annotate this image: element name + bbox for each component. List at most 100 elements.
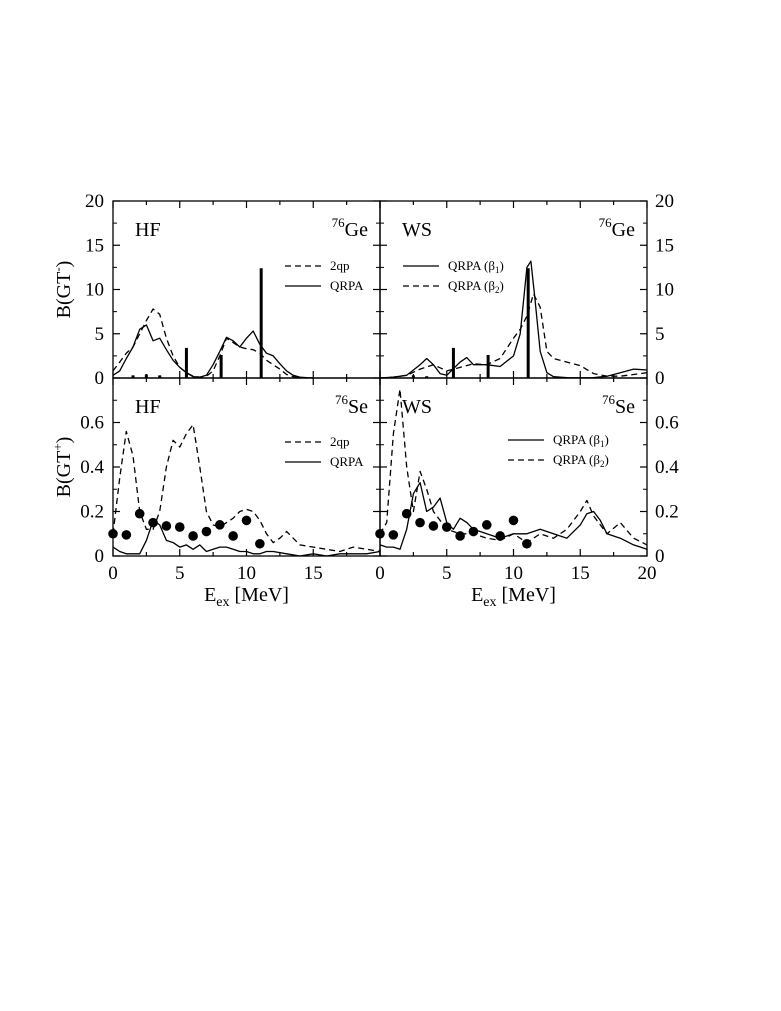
mass-number: 76 xyxy=(599,215,613,230)
data-point xyxy=(255,538,265,549)
x-tick-label: 20 xyxy=(638,563,657,584)
legend-label: QRPA (β2) xyxy=(448,278,504,295)
y-tick-label: 0 xyxy=(95,368,105,389)
series-line-dashed xyxy=(379,388,648,546)
data-point xyxy=(495,531,505,541)
x-axis-title-part: E xyxy=(204,584,216,606)
legend-label-part: QRPA (β xyxy=(553,432,600,447)
element-symbol: Se xyxy=(348,396,368,418)
x-axis-title-part: [MeV] xyxy=(497,584,556,606)
y-tick-label: 0 xyxy=(95,546,105,567)
y-axis-title-part: + xyxy=(50,443,65,450)
data-point xyxy=(428,521,439,531)
nucleus-label: 76Se xyxy=(602,392,635,418)
mass-number: 76 xyxy=(335,392,349,407)
y-axis-title: B(GT+) xyxy=(50,437,75,498)
x-tick-label: 10 xyxy=(237,563,256,584)
legend-label: QRPA xyxy=(330,278,364,293)
y-tick-label: 0 xyxy=(655,546,665,567)
x-axis-title-part: E xyxy=(471,584,483,606)
y-tick-label: 0.2 xyxy=(80,502,104,523)
series-line-solid xyxy=(379,260,648,379)
mass-number: 76 xyxy=(602,392,616,407)
x-tick-label: 15 xyxy=(571,563,590,584)
y-axis-title: B(GT-) xyxy=(50,261,75,319)
x-axis-title-part: ex xyxy=(483,595,496,610)
x-axis-title: Eex [MeV] xyxy=(204,584,289,610)
legend-label: 2qp xyxy=(330,434,350,449)
data-point xyxy=(455,531,465,541)
data-point xyxy=(134,508,145,519)
legend-label-part: ) xyxy=(499,258,503,273)
x-tick-label: 5 xyxy=(175,563,185,584)
y-axis-title-part: ) xyxy=(53,261,75,268)
element-symbol: Ge xyxy=(612,219,635,241)
series-line-solid xyxy=(112,519,381,557)
data-point xyxy=(522,538,532,549)
series-line-solid xyxy=(112,324,314,379)
data-point xyxy=(441,522,452,532)
data-point xyxy=(188,531,198,541)
legend-label-part: 2 xyxy=(495,285,500,295)
y-tick-label: 10 xyxy=(655,280,674,301)
element-symbol: Se xyxy=(615,396,635,418)
y-tick-label: 15 xyxy=(655,235,674,256)
data-point xyxy=(108,528,118,539)
y-tick-label: 20 xyxy=(655,191,674,212)
legend-label: QRPA xyxy=(330,454,364,469)
data-point xyxy=(482,520,492,530)
data-point xyxy=(215,520,225,530)
y-tick-label: 15 xyxy=(85,235,104,256)
data-point xyxy=(375,528,385,539)
legend-label-part: QRPA (β xyxy=(448,278,495,293)
x-axis-title-part: ex xyxy=(216,595,229,610)
series-line-dashed xyxy=(112,308,314,379)
x-tick-label: 5 xyxy=(442,563,452,584)
y-tick-label: 5 xyxy=(655,324,665,345)
series-line-dashed xyxy=(379,293,648,379)
data-point xyxy=(388,530,399,540)
y-tick-label: 10 xyxy=(85,280,104,301)
legend-label: QRPA (β1) xyxy=(553,432,609,449)
y-axis-title-part: B(GT xyxy=(53,451,75,498)
data-point xyxy=(201,526,212,537)
data-point xyxy=(415,517,425,528)
y-tick-label: 20 xyxy=(85,191,104,212)
series-line-solid xyxy=(379,481,648,550)
method-label: HF xyxy=(135,396,161,418)
y-tick-label: 0.6 xyxy=(80,413,104,434)
y-tick-label: 0.4 xyxy=(655,457,679,478)
legend-label-part: ) xyxy=(604,452,608,467)
mass-number: 76 xyxy=(332,215,346,230)
series-line-dashed xyxy=(112,424,381,553)
x-axis-title-part: [MeV] xyxy=(230,584,289,606)
legend-label: 2qp xyxy=(330,258,350,273)
y-tick-label: 0.4 xyxy=(80,457,104,478)
data-point xyxy=(161,521,172,531)
legend-label-part: ) xyxy=(499,278,503,293)
nucleus-label: 76Ge xyxy=(599,215,635,241)
y-tick-label: 5 xyxy=(95,324,105,345)
element-symbol: Ge xyxy=(345,219,368,241)
legend-label-part: ) xyxy=(604,432,608,447)
legend-label: QRPA (β1) xyxy=(448,258,504,275)
data-point xyxy=(228,531,238,541)
y-axis-title-part: B(GT xyxy=(53,272,75,319)
legend-label-part: 2 xyxy=(600,459,605,469)
data-point xyxy=(148,517,158,528)
data-point xyxy=(121,530,132,540)
y-axis-title-part: - xyxy=(50,267,65,271)
y-tick-label: 0.2 xyxy=(655,502,679,523)
x-tick-label: 10 xyxy=(504,563,523,584)
data-point xyxy=(508,515,519,526)
y-tick-label: 0.6 xyxy=(655,413,679,434)
legend-label-part: QRPA (β xyxy=(448,258,495,273)
x-tick-label: 0 xyxy=(375,563,385,584)
data-point xyxy=(241,515,252,526)
y-tick-label: 0 xyxy=(655,368,665,389)
